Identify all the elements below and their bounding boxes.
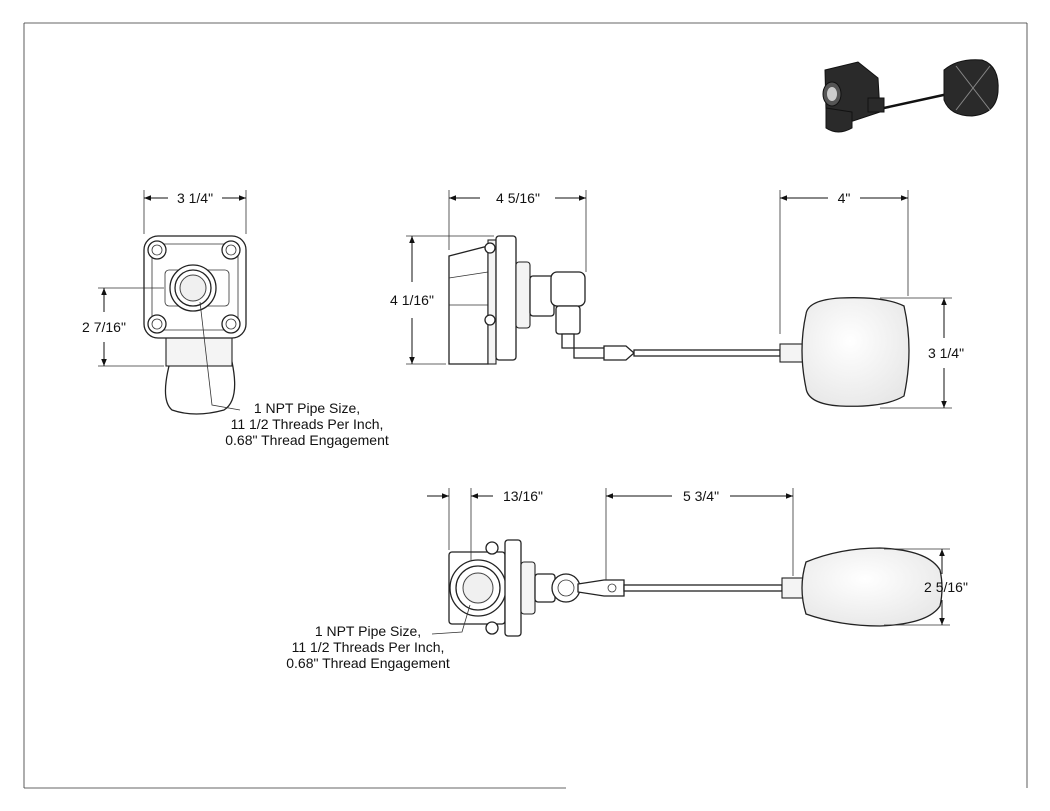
front-note-line2: 11 1/2 Threads Per Inch, — [231, 416, 384, 432]
top-dim-arm-length: 5 3/4" — [605, 488, 794, 580]
side-view — [448, 235, 910, 407]
top-dim-body-depth: 13/16" — [427, 488, 543, 560]
front-width-label: 3 1/4" — [177, 190, 213, 206]
side-dim-float-height: 3 1/4" — [880, 297, 964, 409]
side-dim-body-height: 4 1/16" — [390, 235, 494, 365]
top-float-height-label: 2 5/16" — [924, 579, 968, 595]
front-dim-width: 3 1/4" — [143, 190, 247, 234]
top-body-depth-label: 13/16" — [503, 488, 543, 504]
front-view — [143, 235, 247, 415]
top-dim-float-height: 2 5/16" — [884, 548, 968, 626]
isometric-thumbnail — [822, 59, 999, 133]
top-note-line1: 1 NPT Pipe Size, — [315, 623, 421, 639]
side-dim-float-length: 4" — [779, 190, 909, 334]
side-float-length-label: 4" — [838, 190, 851, 206]
top-note-line3: 0.68" Thread Engagement — [286, 655, 450, 671]
drawing-frame — [23, 22, 1028, 789]
top-note-line2: 11 1/2 Threads Per Inch, — [292, 639, 445, 655]
front-note-line1: 1 NPT Pipe Size, — [254, 400, 360, 416]
front-note-line3: 0.68" Thread Engagement — [225, 432, 389, 448]
top-view — [448, 539, 943, 637]
front-height-label: 2 7/16" — [82, 319, 126, 335]
side-body-height-label: 4 1/16" — [390, 292, 434, 308]
top-thread-note: 1 NPT Pipe Size, 11 1/2 Threads Per Inch… — [286, 604, 471, 671]
front-thread-note: 1 NPT Pipe Size, 11 1/2 Threads Per Inch… — [199, 301, 389, 448]
front-dim-height: 2 7/16" — [82, 287, 164, 367]
side-dim-body-length: 4 5/16" — [448, 190, 587, 272]
side-float-height-label: 3 1/4" — [928, 345, 964, 361]
top-arm-length-label: 5 3/4" — [683, 488, 719, 504]
side-body-length-label: 4 5/16" — [496, 190, 540, 206]
